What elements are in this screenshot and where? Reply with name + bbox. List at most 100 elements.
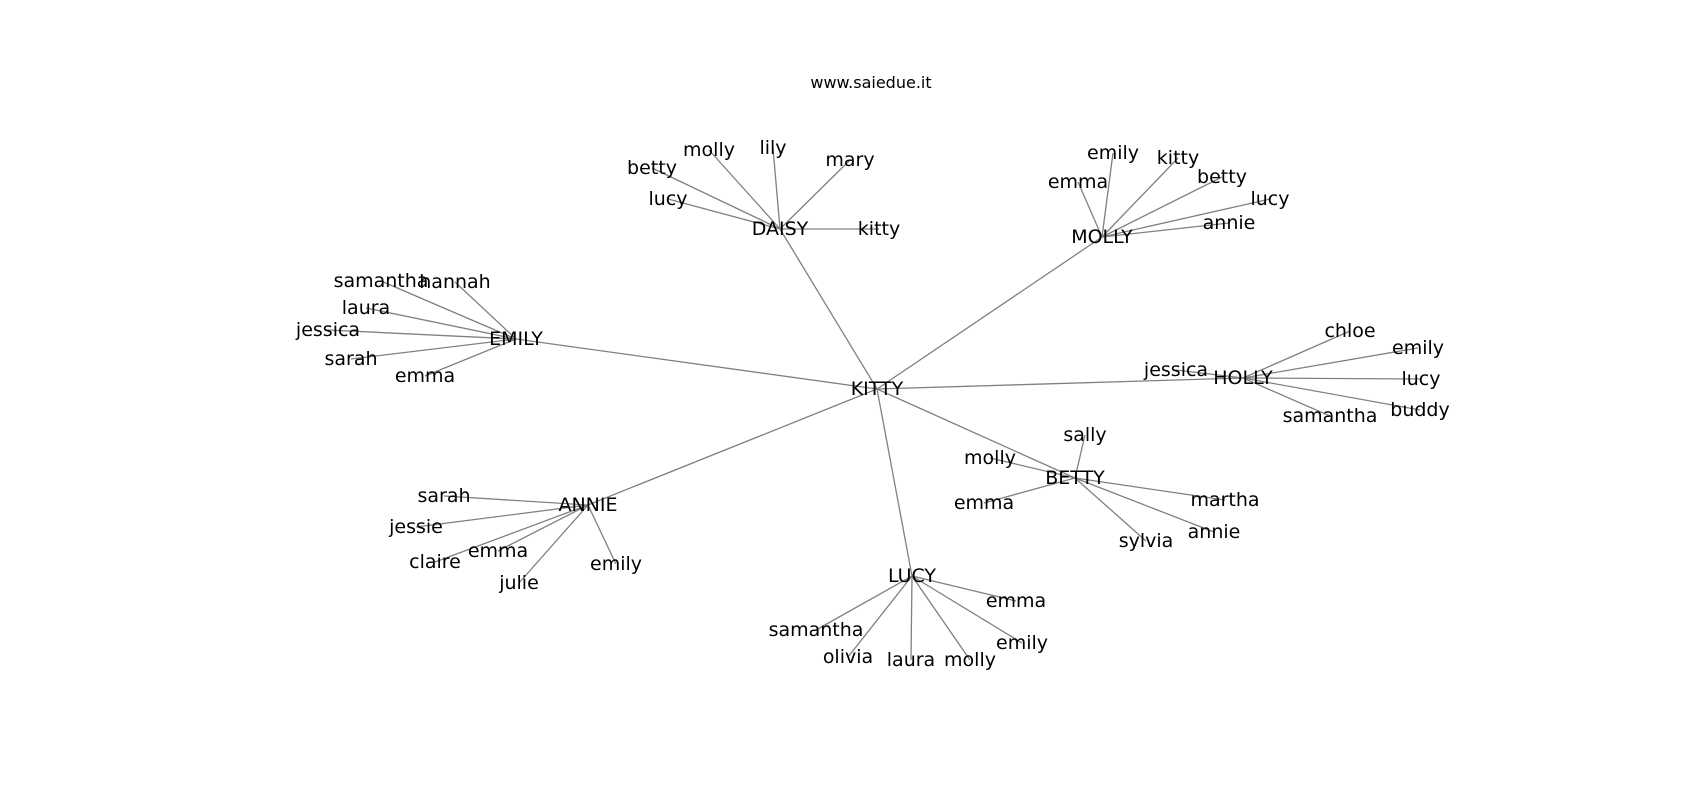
node-emily-samantha: samantha	[334, 270, 429, 292]
node-emily-laura: laura	[342, 297, 390, 319]
edge-lucy-emily	[911, 575, 1023, 644]
node-molly-kitty: kitty	[1157, 147, 1199, 169]
node-holly-samantha: samantha	[1283, 405, 1378, 427]
node-molly-emily: emily	[1087, 142, 1139, 164]
edge-molly-emma	[1077, 181, 1103, 238]
edges-layer	[327, 147, 1422, 661]
node-lucy-olivia: olivia	[823, 646, 873, 668]
node-holly-jessica: jessica	[1143, 359, 1208, 381]
edge-molly-lucy	[1101, 198, 1271, 238]
edge-emily-emma	[424, 338, 517, 377]
node-molly-annie: annie	[1203, 212, 1256, 234]
node-lucy-emily: emily	[996, 632, 1048, 654]
node-lucy-samantha: samantha	[769, 619, 864, 641]
edge-holly-jessica	[1175, 369, 1244, 379]
edge-annie-emma	[497, 504, 589, 552]
node-daisy: DAISY	[752, 218, 809, 240]
node-holly-emily: emily	[1392, 337, 1444, 359]
edge-emily-sarah	[350, 338, 517, 360]
edge-betty-sylvia	[1074, 477, 1147, 542]
node-daisy-lucy: lucy	[648, 188, 687, 210]
edge-holly-lucy	[1242, 377, 1422, 380]
node-emily-jessica: jessica	[295, 319, 360, 341]
edge-molly-betty	[1101, 176, 1223, 238]
node-lucy: LUCY	[888, 565, 936, 587]
node-daisy-betty: betty	[627, 157, 677, 179]
node-daisy-lily: lily	[759, 137, 786, 159]
node-betty-sylvia: sylvia	[1119, 530, 1174, 552]
edge-annie-sarah	[443, 495, 589, 506]
node-molly-emma: emma	[1048, 171, 1108, 193]
edge-lucy-emma	[911, 575, 1017, 602]
edge-annie-emily	[587, 504, 617, 565]
diagram-title: www.saiedue.it	[810, 73, 931, 92]
node-lucy-molly: molly	[944, 649, 996, 671]
node-betty-martha: martha	[1190, 489, 1259, 511]
node-betty-molly: molly	[964, 447, 1016, 469]
node-betty-annie: annie	[1188, 521, 1241, 543]
node-betty-sally: sally	[1063, 424, 1106, 446]
edge-lucy-samantha	[815, 575, 913, 631]
edge-root-lucy	[876, 388, 913, 577]
edge-emily-hannah	[454, 281, 517, 340]
edge-holly-samantha	[1242, 377, 1331, 417]
node-emily-sarah: sarah	[324, 348, 377, 370]
edge-holly-buddy	[1242, 377, 1421, 411]
node-daisy-kitty: kitty	[858, 218, 900, 240]
node-betty: BETTY	[1045, 467, 1105, 489]
node-emily-hannah: hannah	[419, 271, 490, 293]
edge-emily-laura	[365, 307, 517, 340]
edge-betty-molly	[989, 457, 1076, 479]
edge-annie-claire	[434, 504, 589, 563]
edge-daisy-lucy	[667, 198, 781, 230]
node-lucy-laura: laura	[887, 649, 935, 671]
edge-root-betty	[876, 388, 1076, 479]
edge-daisy-betty	[651, 167, 781, 230]
edge-daisy-molly	[708, 149, 781, 230]
edge-lucy-laura	[910, 575, 913, 661]
edge-daisy-lily	[772, 147, 781, 230]
edge-root-daisy	[779, 228, 878, 390]
edge-betty-sally	[1074, 434, 1086, 479]
node-molly-betty: betty	[1197, 166, 1247, 188]
node-molly-lucy: lucy	[1250, 188, 1289, 210]
node-annie-emma: emma	[468, 540, 528, 562]
edge-root-molly	[876, 236, 1103, 390]
edge-lucy-olivia	[847, 575, 913, 658]
edge-betty-annie	[1074, 477, 1215, 533]
node-root: KITTY	[851, 378, 904, 400]
edge-betty-martha	[1074, 477, 1226, 501]
edge-betty-emma	[983, 477, 1076, 504]
node-annie-claire: claire	[409, 551, 461, 573]
edge-emily-jessica	[327, 329, 517, 340]
node-holly: HOLLY	[1213, 367, 1273, 389]
node-daisy-mary: mary	[825, 149, 874, 171]
node-holly-buddy: buddy	[1390, 399, 1449, 421]
edge-holly-emily	[1242, 347, 1419, 379]
edge-emily-samantha	[380, 280, 517, 340]
edge-root-emily	[515, 338, 878, 390]
edge-annie-jessie	[415, 504, 589, 528]
edge-root-annie	[587, 388, 878, 506]
edge-daisy-mary	[779, 159, 851, 230]
node-annie: ANNIE	[558, 494, 617, 516]
node-annie-sarah: sarah	[417, 485, 470, 507]
edge-molly-kitty	[1101, 157, 1179, 238]
node-annie-emily: emily	[590, 553, 642, 575]
node-annie-julie: julie	[498, 572, 539, 594]
edge-holly-chloe	[1242, 330, 1351, 379]
edge-lucy-molly	[911, 575, 971, 661]
node-emily-emma: emma	[395, 365, 455, 387]
node-holly-lucy: lucy	[1401, 368, 1440, 390]
node-emily: EMILY	[489, 328, 543, 350]
edge-annie-julie	[518, 504, 589, 584]
node-lucy-emma: emma	[986, 590, 1046, 612]
node-molly: MOLLY	[1071, 226, 1133, 248]
node-daisy-molly: molly	[683, 139, 735, 161]
node-betty-emma: emma	[954, 492, 1014, 514]
edge-molly-emily	[1101, 152, 1114, 238]
edge-molly-annie	[1101, 222, 1230, 238]
